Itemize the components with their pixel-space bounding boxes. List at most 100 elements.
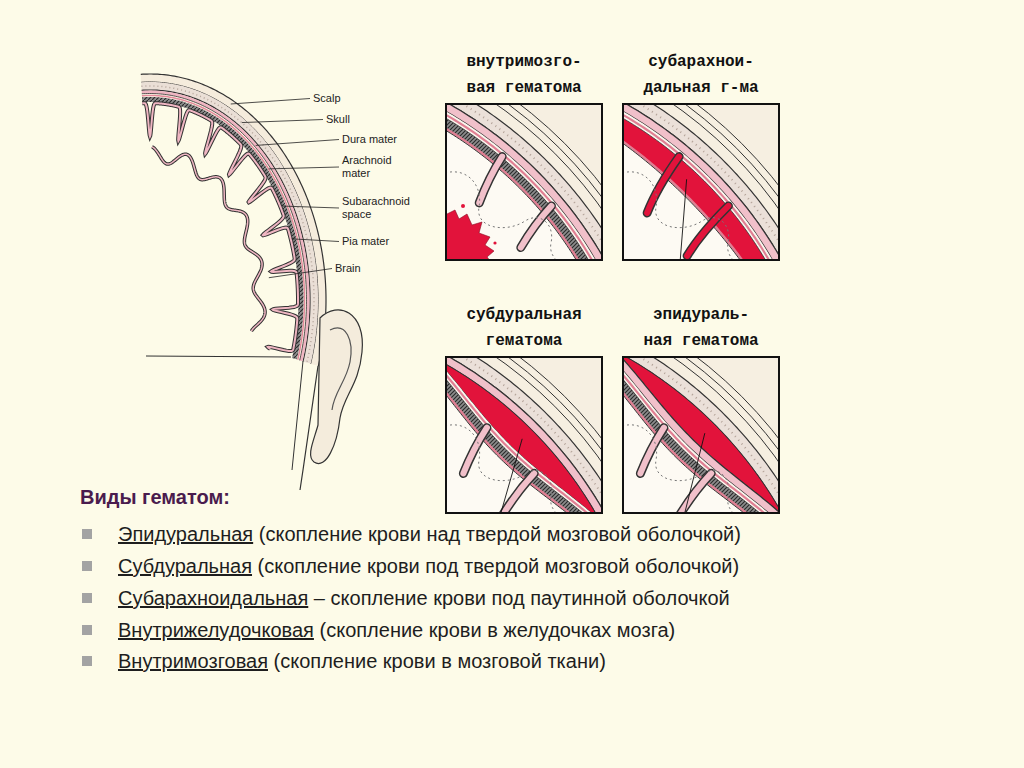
scalp-line (445, 356, 603, 514)
hematoma-type: Внутримозговая (118, 650, 268, 672)
scalp-line (445, 356, 603, 514)
list-item: Субарахноидальная – скопление крови под п… (118, 586, 730, 610)
bullet (82, 561, 92, 571)
brain (445, 103, 603, 261)
panel-frame (446, 357, 602, 513)
white-matter-line (152, 147, 265, 331)
leader-line (292, 239, 339, 242)
gyrus-line (445, 425, 559, 514)
panel-heading: эпидураль- ная гематома (639, 302, 764, 354)
panel-frame (623, 104, 779, 260)
scalp-band (141, 78, 322, 365)
intracerebral-hematoma (445, 210, 494, 261)
sulcus (680, 473, 711, 514)
brain-surface (445, 103, 603, 261)
hematoma-type: Субарахноидальная (118, 587, 308, 609)
panel-illustration (445, 103, 603, 261)
pointer-line (684, 433, 705, 514)
hematoma-description: (скопление крови над твердой мозговой об… (259, 523, 741, 545)
leader-line (242, 120, 323, 123)
part-label: Subarachnoid space (342, 195, 417, 221)
sulcus (521, 206, 552, 248)
panel-heading: субарахнои- дальная г-ма (639, 49, 764, 101)
head-section (141, 74, 363, 490)
white-matter-line (152, 147, 265, 331)
hematoma-panel: внутримозго- вая гематома (445, 49, 603, 261)
leader-line (283, 206, 339, 208)
arachnoid-line (142, 96, 305, 360)
brain-surface (622, 103, 780, 261)
scalp-line (622, 103, 780, 261)
panel-heading: внутримозго- вая гематома (462, 49, 587, 101)
blood-drop (493, 241, 496, 244)
panel-illustration (445, 356, 603, 514)
panel-art (445, 103, 603, 261)
sulcus-outline (640, 428, 664, 474)
list-item: Субдуральная(скопление крови под твердой… (118, 554, 739, 578)
sulcus-outline (503, 473, 534, 514)
brain (622, 356, 780, 514)
sulcus-outline (479, 157, 502, 203)
cortex-outline (142, 103, 298, 351)
ear (311, 310, 363, 464)
panel-illustration (622, 103, 780, 261)
pia-mater (445, 103, 603, 261)
scalp-line (622, 356, 780, 514)
panel-art (622, 356, 780, 514)
pointer-line (500, 439, 522, 514)
bullet (82, 529, 92, 539)
leader-line (269, 167, 339, 169)
list-item: Внутрижелудочковая(скопление крови в жел… (118, 618, 675, 642)
leader-line (269, 269, 332, 278)
brain-base (146, 356, 291, 357)
hematoma-type: Субдуральная (118, 555, 252, 577)
skull-band (141, 86, 314, 363)
gyrus-line (622, 172, 736, 261)
sulcus-outline (647, 157, 679, 213)
bullet (82, 656, 92, 666)
scalp-line (622, 103, 780, 261)
blood-drop (461, 204, 465, 208)
sulcus-outline (687, 206, 728, 256)
bullet (82, 625, 92, 635)
pointer-line (680, 179, 687, 261)
hematoma-panel: эпидураль- ная гематома (622, 302, 780, 514)
brain-surface (622, 356, 780, 514)
leader-lines (231, 99, 339, 278)
scalp-line (141, 82, 318, 364)
scalp-line (445, 356, 603, 514)
scalp-line (622, 103, 780, 261)
bullets (82, 529, 92, 666)
hematoma-panel: субарахнои- дальная г-ма (622, 49, 780, 261)
gyrus-line (445, 172, 559, 261)
sulcus (463, 428, 487, 474)
hematoma-panel: субдуральная гематома (445, 302, 603, 514)
part-label: Skull (326, 113, 350, 126)
skull-line (142, 90, 310, 361)
scalp-line (445, 103, 603, 261)
panel-frame (623, 357, 779, 513)
list-heading: Виды гематом: (80, 485, 230, 509)
hematoma-description: – скопление крови под паутинной оболочко… (314, 587, 730, 609)
subarachnoid-band (142, 100, 301, 359)
scalp-line (141, 74, 326, 366)
brain-surface (445, 356, 603, 514)
sulcus-outline (521, 206, 552, 248)
sulcus (479, 157, 502, 203)
part-label: Brain (335, 262, 361, 275)
list-item: Внутримозговая(скопление крови в мозгово… (118, 649, 606, 673)
leader-line (231, 99, 310, 104)
neck-line (300, 366, 318, 490)
sulcus (640, 428, 664, 474)
hematoma-type: Эпидуральная (118, 523, 253, 545)
dura-band (142, 92, 308, 361)
sulcus (687, 206, 728, 256)
pia-mater (622, 103, 780, 261)
sulcus (647, 157, 679, 213)
list-item: Эпидуральная (скопление крови над твердой… (118, 522, 741, 546)
scalp-line (445, 103, 603, 261)
panel-frame (446, 104, 602, 260)
scalp-line (445, 103, 603, 261)
neck-line (292, 361, 303, 470)
